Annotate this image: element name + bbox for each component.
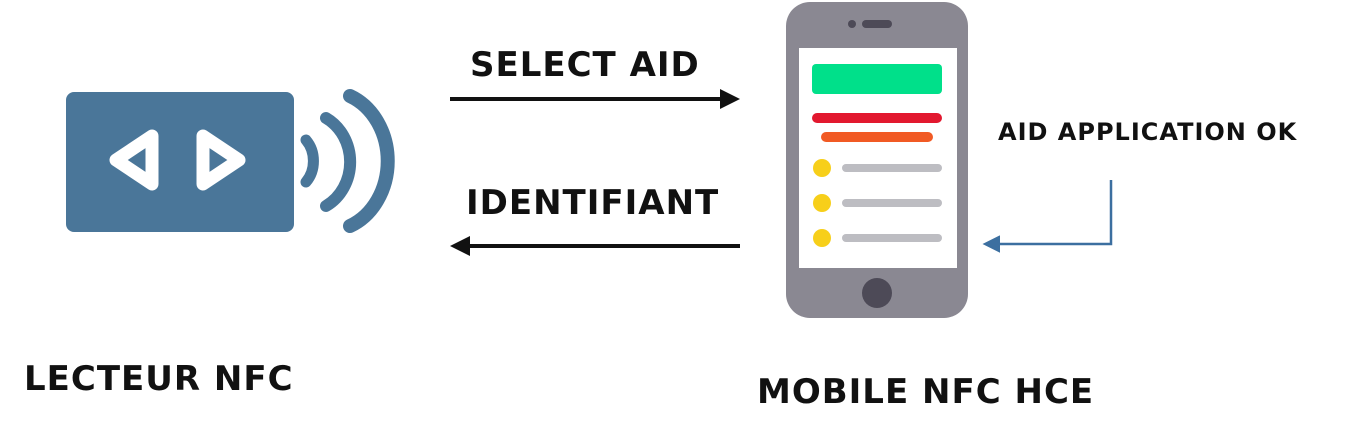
phone-camera	[848, 20, 856, 28]
screen-bar-green	[812, 64, 942, 94]
list-line	[842, 164, 942, 172]
phone-speaker	[862, 20, 892, 28]
screen-bar-red	[812, 113, 942, 123]
list-line	[842, 199, 942, 207]
nfc-wave-small	[300, 134, 319, 188]
phone-home-button	[862, 278, 892, 308]
nfc-wave-medium	[320, 112, 357, 212]
nfc-wave-large	[343, 89, 395, 233]
nfc-reader-icon	[66, 89, 395, 233]
list-dot	[813, 229, 831, 247]
select-aid-label: SELECT AID	[470, 45, 700, 85]
aid-ok-connector-arrow	[982, 180, 1113, 253]
aid-application-ok-label: AID APPLICATION OK	[998, 118, 1298, 146]
reader-left-triangle	[109, 129, 159, 191]
identifiant-label: IDENTIFIANT	[466, 183, 720, 223]
screen-bar-orange	[821, 132, 933, 142]
mobile-label: MOBILE NFC HCE	[757, 372, 1095, 412]
list-dot	[813, 194, 831, 212]
reader-body	[66, 92, 294, 232]
list-dot	[813, 159, 831, 177]
smartphone-icon	[786, 2, 968, 318]
reader-right-triangle	[196, 129, 246, 191]
list-line	[842, 234, 942, 242]
reader-label: LECTEUR NFC	[24, 359, 294, 399]
